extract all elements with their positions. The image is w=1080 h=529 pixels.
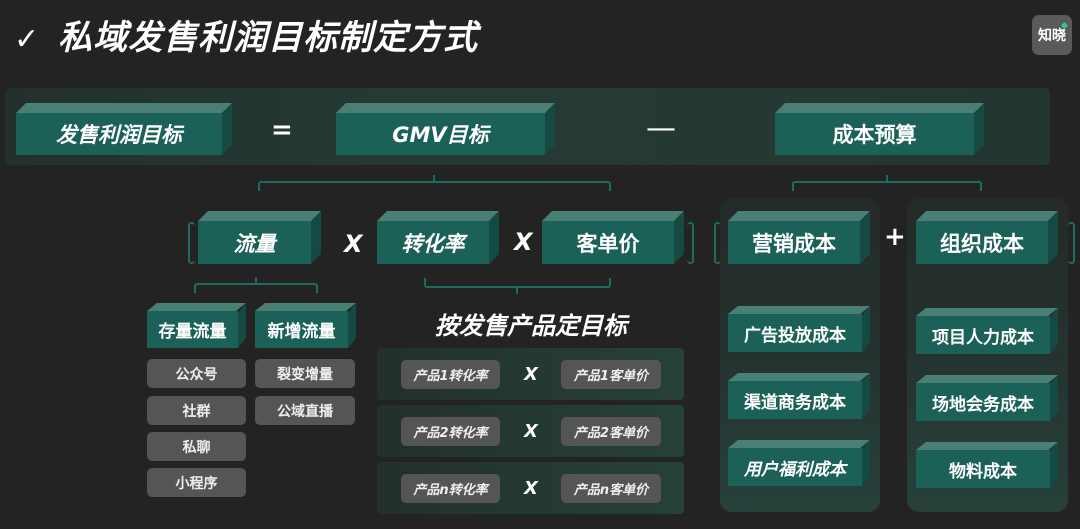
- gmv-target-box: GMV目标: [336, 103, 555, 155]
- traffic-label: 流量: [198, 221, 311, 264]
- conversion-rate-label: 转化率: [377, 221, 489, 264]
- gmv-right-bracket: [687, 222, 694, 264]
- product-connector: [424, 278, 611, 294]
- profit-target-label: 发售利润目标: [16, 113, 222, 155]
- product-targets-title: 按发售产品定目标: [435, 312, 627, 340]
- organization-cost-item-label: 场地会务成本: [916, 383, 1050, 421]
- stock-traffic-label: 存量流量: [147, 311, 238, 348]
- traffic-connector: [194, 277, 318, 293]
- avg-order-value-label: 客单价: [542, 221, 674, 264]
- new-traffic-box: 新增流量: [255, 303, 356, 348]
- check-icon: ✓: [14, 22, 41, 57]
- organization-cost-item: 物料成本: [916, 442, 1058, 488]
- product-aov-chip: 产品1客单价: [561, 360, 661, 389]
- minus-sign: —: [646, 111, 676, 146]
- product-conversion-chip: 产品1转化率: [401, 360, 500, 389]
- product-aov-chip: 产品2客单价: [561, 417, 661, 446]
- channel-chip: 小程序: [147, 468, 246, 497]
- marketing-cost-item: 渠道商务成本: [728, 373, 870, 419]
- gmv-connector: [258, 175, 611, 191]
- organization-cost-item: 项目人力成本: [916, 308, 1058, 354]
- marketing-cost-label: 营销成本: [728, 221, 860, 264]
- marketing-cost-item: 广告投放成本: [728, 306, 870, 352]
- page-title-text: 私域发售利润目标制定方式: [58, 18, 479, 58]
- page-title: ✓ 私域发售利润目标制定方式: [14, 14, 478, 64]
- marketing-cost-box: 营销成本: [728, 211, 870, 264]
- equals-sign: =: [271, 115, 293, 145]
- stock-traffic-box: 存量流量: [147, 303, 246, 348]
- marketing-cost-item: 用户福利成本: [728, 440, 870, 486]
- channel-chip: 社群: [147, 396, 246, 425]
- marketing-cost-item-label: 广告投放成本: [728, 314, 862, 352]
- traffic-box: 流量: [198, 211, 321, 264]
- gmv-left-bracket: [188, 222, 195, 264]
- conversion-rate-box: 转化率: [377, 211, 499, 264]
- gmv-target-label: GMV目标: [336, 113, 545, 155]
- organization-cost-item: 场地会务成本: [916, 375, 1058, 421]
- avg-order-value-box: 客单价: [542, 211, 684, 264]
- plus-sign: +: [884, 222, 906, 252]
- multiply-sign-2: X: [514, 228, 533, 256]
- organization-cost-item-label: 物料成本: [916, 450, 1050, 488]
- channel-chip: 公域直播: [255, 396, 355, 425]
- marketing-cost-item-label: 用户福利成本: [728, 448, 862, 486]
- product-conversion-chip: 产品2转化率: [401, 417, 500, 446]
- multiply-sign: X: [524, 421, 538, 442]
- multiply-sign: X: [524, 364, 538, 385]
- channel-chip: 私聊: [147, 432, 246, 461]
- channel-chip: 裂变增量: [255, 359, 355, 388]
- organization-cost-item-label: 项目人力成本: [916, 316, 1050, 354]
- profit-target-box: 发售利润目标: [16, 103, 232, 155]
- marketing-cost-item-label: 渠道商务成本: [728, 381, 862, 419]
- organization-cost-label: 组织成本: [916, 221, 1048, 264]
- cost-left-bracket: [714, 222, 721, 264]
- multiply-sign-1: X: [344, 230, 363, 258]
- brand-logo: 知晓: [1032, 15, 1072, 55]
- cost-connector: [792, 175, 982, 191]
- cost-right-bracket: [1068, 222, 1075, 264]
- new-traffic-label: 新增流量: [255, 311, 348, 348]
- cost-budget-box: 成本预算: [775, 103, 984, 155]
- organization-cost-box: 组织成本: [916, 211, 1058, 264]
- product-aov-chip: 产品n客单价: [561, 474, 661, 503]
- product-conversion-chip: 产品n转化率: [401, 474, 500, 503]
- cost-budget-label: 成本预算: [775, 113, 974, 155]
- channel-chip: 公众号: [147, 359, 246, 388]
- multiply-sign: X: [524, 478, 538, 499]
- logo-text: 知晓: [1038, 28, 1066, 44]
